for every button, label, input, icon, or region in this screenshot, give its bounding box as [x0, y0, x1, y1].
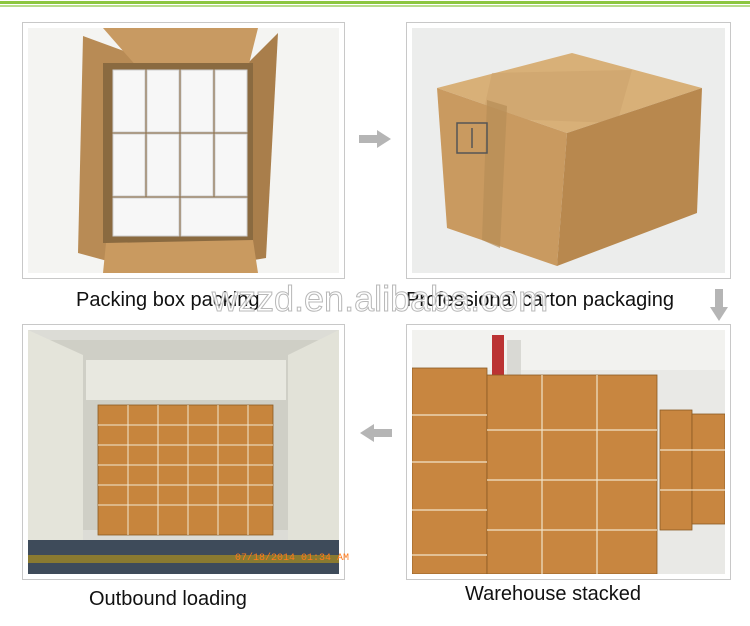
caption-outbound: Outbound loading: [89, 588, 247, 610]
packing-box-photo: [22, 22, 345, 279]
warehouse-illustration: [412, 330, 725, 574]
open-box-illustration: [28, 28, 339, 273]
caption-packing: Packing box packing: [76, 289, 260, 311]
top-accent-bar: [0, 0, 750, 9]
carton-photo: [406, 22, 731, 279]
arrow-left-icon: [360, 424, 392, 442]
carton-illustration: [412, 28, 725, 273]
container-illustration: [28, 330, 339, 574]
photo-timestamp: 07/18/2014 01:34 AM: [235, 553, 350, 564]
outbound-loading-photo: 07/18/2014 01:34 AM: [22, 324, 349, 580]
warehouse-photo: [406, 324, 731, 580]
accent-line: [0, 1, 750, 4]
accent-line-light: [0, 5, 750, 7]
watermark-text: wzzd.en.alibaba.com: [211, 278, 549, 320]
arrow-down-icon: [710, 289, 728, 321]
caption-warehouse: Warehouse stacked: [465, 583, 642, 605]
caption-carton: Professional carton packaging: [406, 289, 674, 311]
arrow-right-icon: [359, 130, 391, 148]
